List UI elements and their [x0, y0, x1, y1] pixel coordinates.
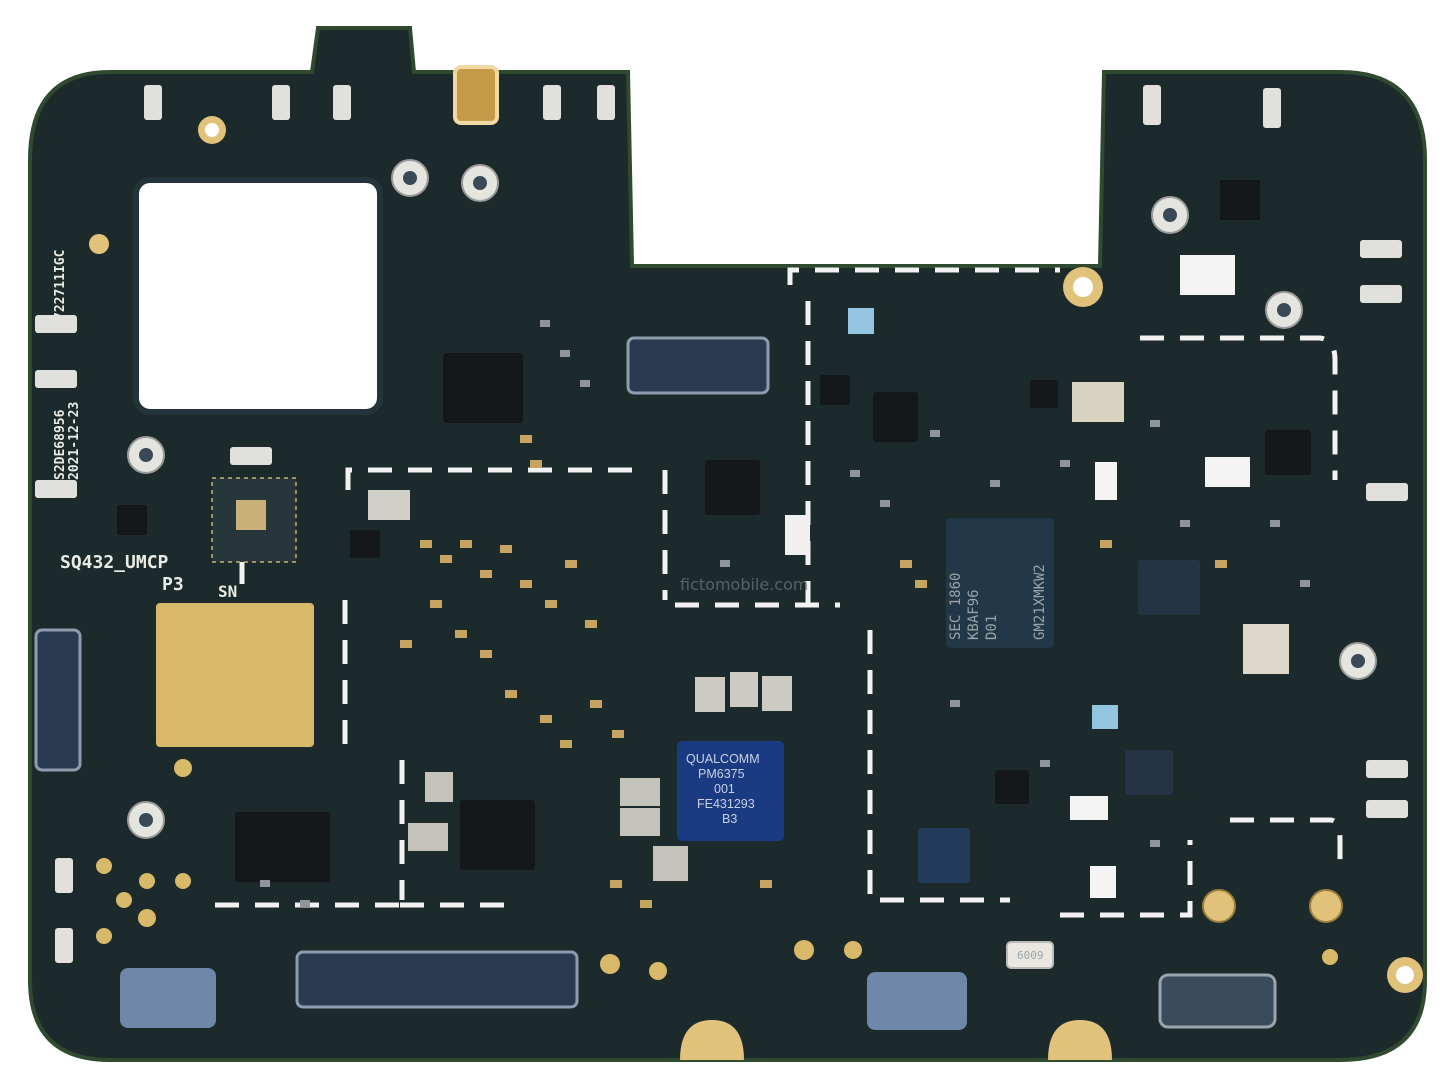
- pmic-line-1: QUALCOMM: [686, 752, 760, 766]
- serial-label-2: 722711IGC: [53, 250, 68, 320]
- spring-contacts: [35, 85, 1408, 963]
- board-cutout: [133, 177, 383, 415]
- smd-passives-gray: [260, 320, 1310, 907]
- memory-line-3: D01: [984, 615, 1000, 640]
- pmic-line-4: FE431293: [697, 797, 755, 811]
- pmic-chip: QUALCOMM PM6375 001 FE431293 B3: [677, 741, 784, 841]
- test-pads: [96, 759, 1338, 980]
- mounting-holes: [89, 116, 1423, 1060]
- serial-label-1: S2DE68956: [53, 409, 68, 480]
- pmic-line-5: B3: [722, 812, 737, 826]
- shield-outlines: [215, 267, 1343, 918]
- gold-shield-pad: [156, 603, 314, 747]
- pmic-line-3: 001: [714, 782, 735, 796]
- memory-chip: SEC 1860 KBAF96 D01 GM21XMKW2: [946, 518, 1054, 648]
- ic-packages: [117, 180, 1311, 883]
- revision-label: P3: [162, 574, 184, 595]
- matrix-code: [211, 477, 297, 563]
- memory-line-2: KBAF96: [966, 589, 982, 640]
- watermark: fictomobile.com: [680, 575, 808, 594]
- board-code-label: SQ432_UMCP: [60, 552, 169, 573]
- memory-line-4: GM21XMKW2: [1032, 564, 1048, 640]
- sn-label: SN: [218, 582, 237, 601]
- date-code-label: 2021-12-23: [67, 402, 82, 480]
- memory-line-1: SEC 1860: [948, 573, 964, 640]
- smd-passives: [400, 435, 1227, 908]
- metal-components: 6009: [368, 65, 1289, 969]
- crystal-label: 6009: [1017, 949, 1044, 962]
- rf-connectors: [127, 159, 1377, 923]
- connectors: [34, 336, 1277, 1030]
- pmic-line-2: PM6375: [698, 767, 745, 781]
